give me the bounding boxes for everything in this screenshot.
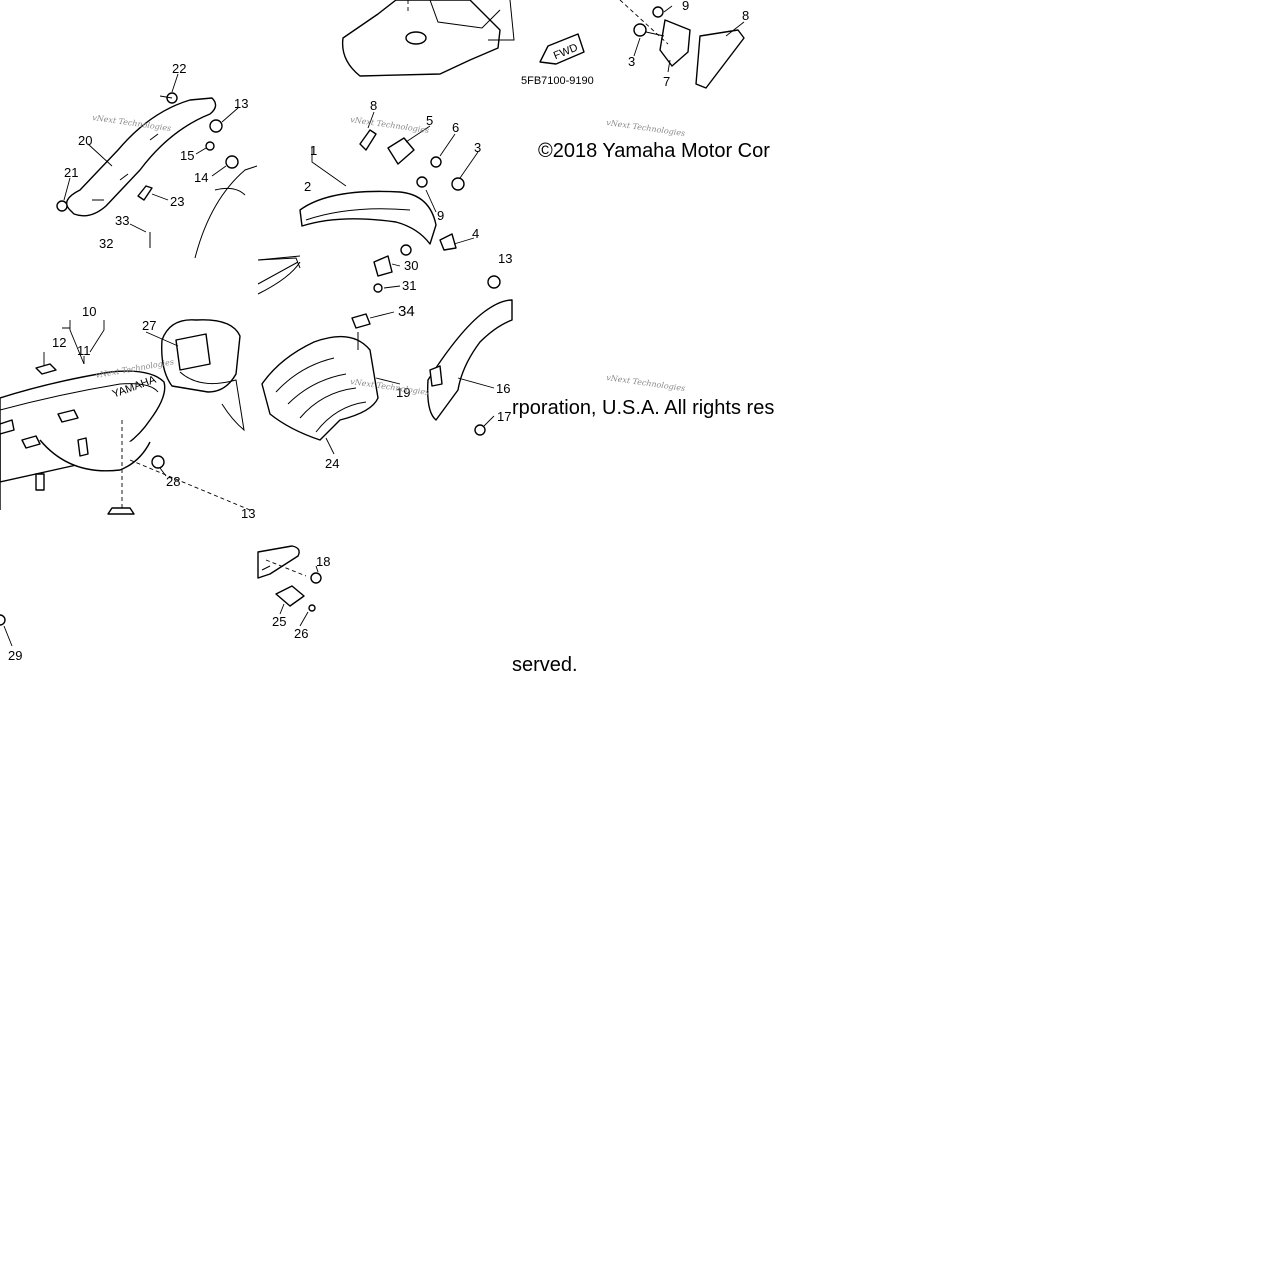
callout-label: 13 (241, 506, 255, 521)
callout-label: 3 (474, 140, 481, 155)
callout-label: 26 (294, 626, 308, 641)
callout-label: 7 (663, 74, 670, 89)
tile-seat: YAMAHA 10 12 11 27 28 13 (0, 304, 255, 521)
callout-label: 34 (398, 303, 415, 320)
callout-label: 13 (498, 251, 512, 266)
tile-rear-fender: 8 5 6 1 3 2 9 4 30 31 13 (257, 98, 512, 293)
callout-label: 13 (234, 96, 248, 111)
copyright-line-2: rporation, U.S.A. All rights res (512, 397, 775, 419)
svg-text:vNext Technologies: vNext Technologies (350, 115, 430, 135)
callout-label: 23 (170, 194, 184, 209)
callout-label: 20 (78, 133, 92, 148)
callout-label: 16 (496, 381, 510, 396)
callout-label: 1 (310, 143, 317, 158)
callout-label: 17 (497, 409, 511, 424)
callout-label: 5 (426, 113, 433, 128)
callout-label: 12 (52, 335, 66, 350)
callout-label: 33 (115, 213, 129, 228)
callout-label: 8 (370, 98, 377, 113)
tile-reflector-bracket: 18 25 26 (257, 545, 330, 641)
tile-grab-rail: 22 13 20 15 14 21 23 33 32 (56, 61, 258, 259)
callout-label: 18 (316, 554, 330, 569)
callout-label: 28 (166, 474, 180, 489)
tile-inner-fender: 34 19 24 16 17 (257, 255, 513, 471)
svg-text:vNext Technologies: vNext Technologies (606, 118, 686, 138)
copyright-line-1: ©2018 Yamaha Motor Cor (538, 140, 770, 162)
callout-label: 30 (404, 258, 418, 273)
fwd-arrow-icon: FWD (539, 33, 585, 65)
callout-label: 9 (437, 208, 444, 223)
callout-label: 32 (99, 236, 113, 251)
copyright-line-3: served. (512, 654, 578, 676)
license-plate-bracket (341, 0, 515, 77)
callout-label: 25 (272, 614, 286, 629)
diagram-code: 5FB7100-9190 (521, 75, 594, 87)
callout-label: 11 (77, 343, 91, 358)
callout-label: 3 (628, 54, 635, 69)
callout-label: 2 (304, 179, 311, 194)
callout-label: 27 (142, 318, 156, 333)
callout-label: 22 (172, 61, 186, 76)
callout-label: 21 (64, 165, 78, 180)
callout-label: 10 (82, 304, 96, 319)
callout-label: 31 (402, 278, 416, 293)
callout-label: 6 (452, 120, 459, 135)
callout-label: 15 (180, 148, 194, 163)
callout-label: 8 (742, 8, 749, 23)
tile-rear-bracket: 9 8 3 7 (619, 0, 749, 89)
callout-label: 14 (194, 170, 208, 185)
callout-label: 19 (396, 385, 410, 400)
callout-label: 24 (325, 456, 339, 471)
callout-label: 4 (472, 226, 479, 241)
callout-label: 9 (682, 0, 689, 13)
svg-text:vNext Technologies: vNext Technologies (606, 373, 686, 393)
callout-label: 29 (8, 648, 22, 663)
tile-bolt-29: 29 (0, 614, 22, 663)
